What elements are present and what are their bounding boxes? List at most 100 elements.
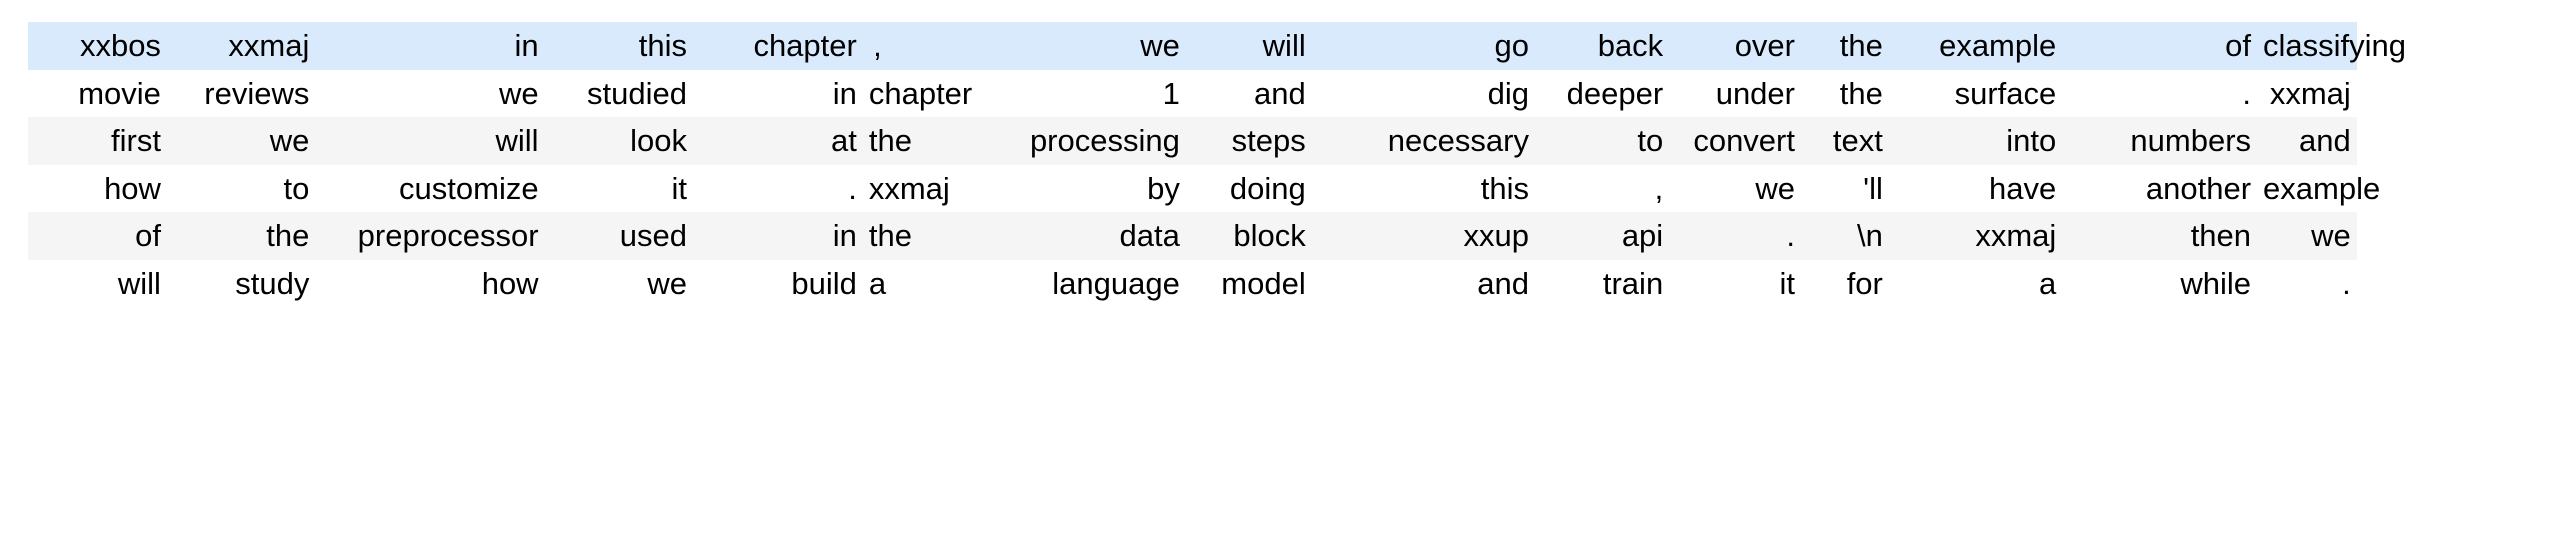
token-cell: deeper <box>1566 75 1664 111</box>
token-cell: the <box>1839 28 1883 63</box>
token-cell: how <box>481 265 539 301</box>
token-cell: text <box>1832 123 1883 158</box>
token-cell: into <box>2006 123 2057 158</box>
token-cell: build <box>791 265 857 301</box>
token-cell: to <box>1637 123 1664 158</box>
token-cell: preprocessor <box>357 218 539 253</box>
token-cell: in <box>832 75 857 111</box>
token-cell: api <box>1621 218 1664 253</box>
token-cell: then <box>2190 218 2252 253</box>
token-cell: the <box>868 218 912 253</box>
token-cell: . <box>2342 265 2351 301</box>
token-cell: studied <box>587 75 688 111</box>
token-cell: back <box>1597 28 1664 63</box>
table-row[interactable]: xxbos xxmaj in this chapter, we will go back over… <box>28 22 2560 70</box>
token-cell: 'll <box>1863 170 1883 206</box>
token-cell: over <box>1734 28 1795 63</box>
token-cell: chapter <box>868 75 973 111</box>
token-cell: how <box>104 170 161 206</box>
token-cell: have <box>1989 170 2057 206</box>
token-cell: 1 <box>1162 75 1180 111</box>
token-cell: steps <box>1231 123 1306 158</box>
token-cell: by <box>1147 170 1180 206</box>
token-cell: a <box>868 265 887 301</box>
token-cell: movie <box>78 75 161 111</box>
token-cell: processing <box>1029 123 1180 158</box>
table-row[interactable]: movie reviews we studied in chapter 1 and dig dee… <box>28 69 2560 117</box>
token-cell: go <box>1494 28 1529 63</box>
token-cell: at <box>830 123 857 158</box>
token-cell: , <box>1654 170 1664 206</box>
token-cell: . <box>1786 218 1795 253</box>
token-cell: \n <box>1857 218 1883 253</box>
token-cell: necessary <box>1387 123 1529 158</box>
token-cell: the <box>868 123 912 158</box>
token-cell: a <box>2039 265 2057 301</box>
token-cell: model <box>1221 265 1306 301</box>
table-row[interactable]: how to customize it. xxmaj by doing this, we 'll h… <box>28 164 2560 212</box>
token-cell: and <box>2299 123 2351 158</box>
token-cell: of <box>2225 28 2252 63</box>
token-cell: we <box>2311 218 2351 253</box>
token-cell: and <box>1477 265 1529 301</box>
token-cell: dig <box>1487 75 1529 111</box>
token-cell: used <box>619 218 688 253</box>
token-cell: while <box>2180 265 2252 301</box>
token-cell: convert <box>1693 123 1795 158</box>
token-cell: surface <box>1954 75 2057 111</box>
token-cell: study <box>235 265 310 301</box>
token-cell: . <box>848 170 857 206</box>
token-cell: language <box>1052 265 1180 301</box>
token-cell: numbers <box>2130 123 2252 158</box>
token-cell: the <box>1839 75 1883 111</box>
token-cell: first <box>111 123 161 158</box>
token-cell: will <box>1262 28 1306 63</box>
token-cell: in <box>514 28 539 63</box>
token-cell: we <box>647 265 688 301</box>
token-cell: reviews <box>204 75 310 111</box>
token-cell: under <box>1715 75 1795 111</box>
token-cell: example <box>1939 28 2057 63</box>
token-cell: this <box>638 28 688 63</box>
token-cell: in <box>832 218 857 253</box>
token-cell: doing <box>1229 170 1306 206</box>
token-cell: it <box>1779 265 1796 301</box>
token-cell: xxmaj <box>1975 218 2057 253</box>
token-cell: for <box>1846 265 1883 301</box>
token-cell: we <box>498 75 539 111</box>
token-cell: xxmaj <box>868 170 950 206</box>
token-cell: it <box>671 170 688 206</box>
token-cell: this <box>1480 170 1529 206</box>
token-cell: we <box>1140 28 1180 63</box>
token-cell: example <box>2263 170 2381 206</box>
token-cell: and <box>1254 75 1306 111</box>
token-cell: , <box>873 28 882 63</box>
token-cell: data <box>1119 218 1180 253</box>
token-cell: xxbos <box>79 28 161 63</box>
token-cell: . <box>2242 75 2252 111</box>
token-cell: the <box>266 218 310 253</box>
token-cell: we <box>269 123 310 158</box>
token-cell: to <box>283 170 310 206</box>
token-cell: block <box>1233 218 1306 253</box>
token-cell: xxmaj <box>228 28 310 63</box>
token-cell: train <box>1602 265 1664 301</box>
token-cell: xxmaj <box>2269 75 2351 111</box>
token-cell: customize <box>399 170 539 206</box>
token-cell: will <box>117 265 161 301</box>
token-cell: will <box>495 123 539 158</box>
token-cell: classifying <box>2263 28 2407 63</box>
token-cell: of <box>135 218 161 253</box>
token-cell: another <box>2145 170 2252 206</box>
token-cell: look <box>630 123 688 158</box>
token-cell: chapter <box>753 28 857 63</box>
top-spacer <box>28 0 2566 22</box>
token-cell: xxup <box>1463 218 1529 253</box>
token-cell: we <box>1755 170 1795 206</box>
